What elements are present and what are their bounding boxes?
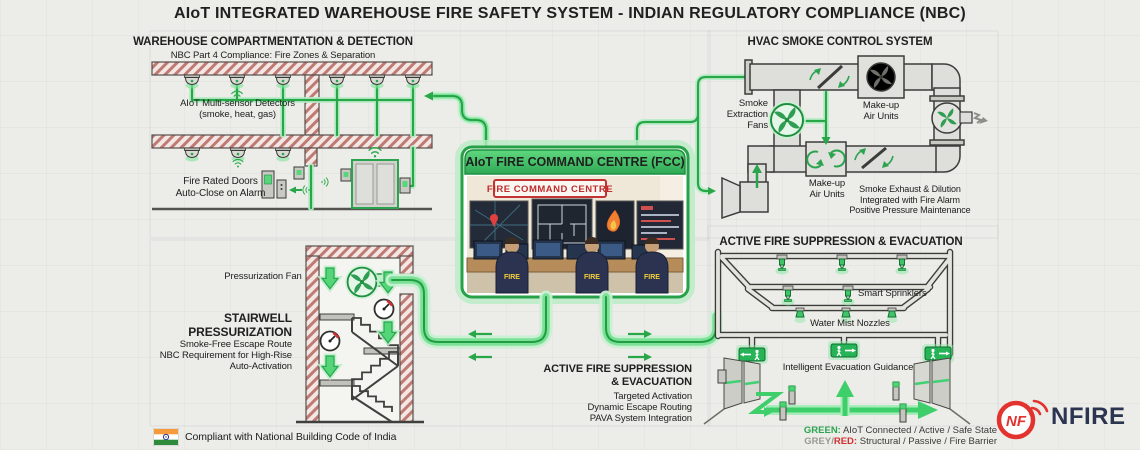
smoke-exhaust-fan — [931, 102, 988, 134]
hvac-section-title: HVAC SMOKE CONTROL SYSTEM — [747, 36, 933, 48]
india-flag-icon — [153, 428, 179, 446]
fire-lift — [351, 147, 411, 209]
smoke-extraction-fan-icon — [767, 100, 807, 140]
fire-doors-label: Fire Rated Doors Auto-Close on Alarm — [175, 176, 266, 199]
wall-screens — [469, 198, 684, 250]
fire-rated-doors — [261, 166, 352, 199]
fcc-title: AIoT FIRE COMMAND CENTRE (FCC) — [465, 155, 685, 169]
pressure-gauge-icon — [373, 298, 395, 320]
room-sign-text: FIRE COMMAND CENTRE — [487, 184, 613, 195]
hvac-wire-arrows — [708, 137, 831, 195]
pressure-gauge-icon — [319, 330, 341, 352]
room-sign-board — [493, 179, 607, 198]
warehouse-wiring — [192, 77, 826, 208]
nfire-logo-text: NFIRE — [1051, 403, 1126, 430]
stairwell-title: STAIRWELL PRESSURIZATION — [188, 311, 292, 340]
makeup-air-top-label: Make-up Air Units — [862, 100, 900, 123]
sprinkler-piping — [718, 252, 950, 354]
exit-signs — [735, 340, 955, 365]
hvac-dampers — [816, 64, 887, 170]
uniform-label: FIRE — [644, 274, 660, 281]
evacuation-room — [703, 357, 971, 425]
hvac-damper-airflow-arrows — [809, 68, 894, 168]
smart-sprinklers-label: Smart Sprinklers — [858, 288, 927, 299]
bundle-flow-arrows — [468, 330, 652, 361]
smoke-extraction-label: Smoke Extraction Fans — [726, 98, 768, 132]
makeup-unit-swirl-arrows — [806, 149, 846, 169]
smoke-detector-row-2 — [184, 147, 291, 169]
compliance-note: Compliant with National Building Code of… — [185, 431, 397, 443]
suppression-section-title: ACTIVE FIRE SUPPRESSION & EVACUATION — [719, 236, 963, 248]
fcc-operators: FIRE FIRE FIRE — [495, 237, 669, 294]
smoke-exhaust-note: Smoke Exhaust & Dilution Integrated with… — [849, 184, 971, 216]
sound-waves-icon — [320, 177, 329, 187]
legend-line-grey-red: GREY/RED: Structural / Passive / Fire Ba… — [690, 436, 997, 447]
suppression-callout-title: ACTIVE FIRE SUPPRESSION & EVACUATION — [543, 363, 692, 388]
nfire-logo: NF — [996, 399, 1049, 440]
uniform-label: FIRE — [504, 274, 520, 281]
legend-green-text: AIoT Connected / Active / Safe State — [840, 425, 997, 436]
page-title: AIoT INTEGRATED WAREHOUSE FIRE SAFETY SY… — [174, 5, 966, 22]
fcc-box: FIRE COMMAND CENTRE — [455, 140, 695, 304]
legend-red-key: RED: — [833, 436, 858, 447]
warehouse-section-title: WAREHOUSE COMPARTMENTATION & DETECTION — [133, 36, 413, 48]
stairs — [319, 313, 401, 423]
hvac-ducts — [721, 55, 965, 220]
suppression-callout-note: Targeted Activation Dynamic Escape Routi… — [587, 391, 693, 425]
legend-passive-text: Structural / Passive / Fire Barrier — [857, 436, 997, 447]
detectors-label: AIoT Multi-sensor Detectors (smoke, heat… — [180, 98, 295, 121]
makeup-air-bottom-label: Make-up Air Units — [808, 178, 846, 201]
wifi-icon — [368, 147, 382, 159]
pressurization-fan-label: Pressurization Fan — [224, 271, 302, 282]
smoke-arrow — [979, 117, 988, 124]
smoke-detector-row-1 — [184, 74, 421, 101]
water-mist-label: Water Mist Nozzles — [810, 318, 890, 329]
evacuation-guidance-label: Intelligent Evacuation Guidance — [782, 362, 914, 373]
legend-grey-key: GREY/ — [804, 436, 834, 447]
warehouse-section-subtitle: NBC Part 4 Compliance: Fire Zones & Sepa… — [170, 50, 376, 61]
makeup-air-fan-icon — [866, 62, 896, 92]
legend-green-key: GREEN: — [803, 425, 841, 436]
uniform-label: FIRE — [584, 274, 600, 281]
positive-pressure-arrow — [752, 164, 762, 188]
evacuation-floor-arrows — [748, 380, 938, 419]
nfire-monogram: NF — [1006, 413, 1027, 430]
stairwell-note: Smoke-Free Escape Route NBC Requirement … — [159, 339, 292, 373]
legend-line-green: GREEN: AIoT Connected / Active / Safe St… — [690, 425, 997, 436]
